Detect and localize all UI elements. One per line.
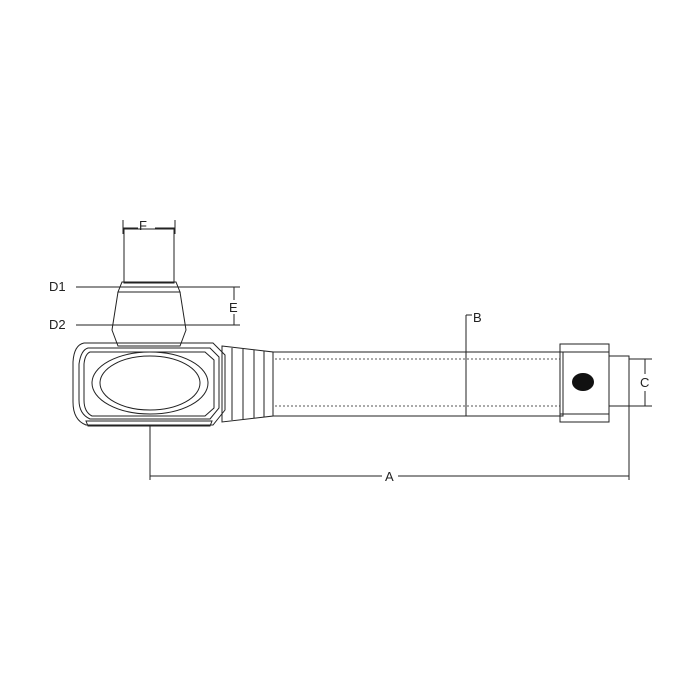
dimension-e: E	[229, 287, 238, 325]
dimension-a: A	[149, 406, 630, 484]
dimension-d1: D1	[49, 279, 240, 294]
dimension-d2: D2	[49, 317, 240, 332]
dimension-b: B	[465, 310, 482, 416]
label-a: A	[385, 469, 394, 484]
label-e: E	[229, 300, 238, 315]
ball-stud-ball	[99, 355, 201, 411]
label-d1: D1	[49, 279, 66, 294]
label-c: C	[640, 375, 649, 390]
ball-socket-housing	[72, 342, 226, 427]
dimension-f: F	[122, 218, 176, 234]
dimension-c: C	[629, 358, 652, 407]
label-d2: D2	[49, 317, 66, 332]
knurled-neck	[221, 345, 274, 423]
clamp-collar	[559, 343, 630, 423]
label-f: F	[139, 218, 147, 233]
stud-threads	[123, 228, 175, 284]
ball-stud	[111, 228, 187, 347]
label-b: B	[473, 310, 482, 325]
bolt-hole-icon	[572, 373, 594, 391]
shaft	[272, 351, 564, 417]
